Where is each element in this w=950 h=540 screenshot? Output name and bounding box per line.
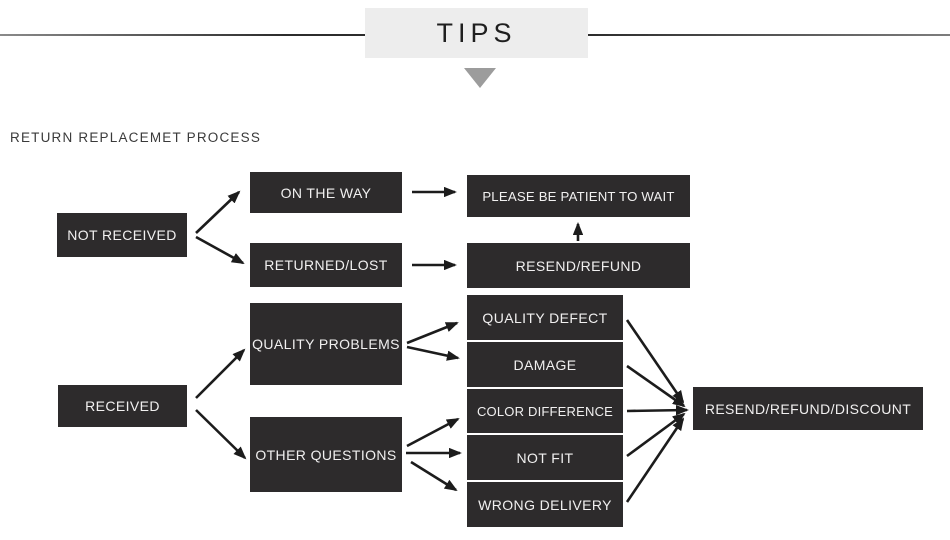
flow-node-quality-problems: QUALITY PROBLEMS: [250, 303, 402, 385]
arrow-quality_problems-to-damage: [406, 345, 460, 361]
flow-node-returned-lost: RETURNED/LOST: [250, 243, 402, 287]
flow-node-resend-refund-discount: RESEND/REFUND/DISCOUNT: [693, 387, 923, 430]
arrow-quality_defect-to-resend_refund_discount: [625, 319, 685, 404]
flow-node-label: COLOR DIFFERENCE: [476, 403, 614, 419]
flow-node-resend-refund: RESEND/REFUND: [467, 243, 690, 288]
flow-node-label: OTHER QUESTIONS: [255, 446, 397, 463]
flow-node-label: PLEASE BE PATIENT TO WAIT: [482, 188, 675, 204]
flow-node-label: NOT RECEIVED: [67, 227, 177, 243]
flow-node-not-fit: NOT FIT: [467, 435, 623, 480]
tips-header: TIPS: [365, 8, 588, 58]
flow-node-color-difference: COLOR DIFFERENCE: [467, 389, 623, 433]
flow-node-other-questions: OTHER QUESTIONS: [250, 417, 402, 492]
flow-node-please-be-patient: PLEASE BE PATIENT TO WAIT: [467, 175, 690, 217]
flow-node-quality-defect: QUALITY DEFECT: [467, 295, 623, 340]
flow-node-label: RETURNED/LOST: [264, 257, 388, 273]
flow-node-label: WRONG DELIVERY: [478, 496, 612, 513]
flow-node-on-the-way: ON THE WAY: [250, 172, 402, 213]
flow-node-damage: DAMAGE: [467, 342, 623, 387]
flow-node-not-received: NOT RECEIVED: [57, 213, 187, 257]
flow-node-label: NOT FIT: [516, 449, 574, 466]
arrow-not_received-to-on_the_way: [195, 190, 241, 234]
arrow-not_received-to-returned_lost: [195, 235, 245, 265]
flow-node-received: RECEIVED: [58, 385, 187, 427]
flow-node-label: QUALITY PROBLEMS: [252, 336, 400, 352]
flow-node-label: ON THE WAY: [280, 184, 372, 201]
flow-node-label: RESEND/REFUND: [515, 257, 642, 274]
arrow-damage-to-resend_refund_discount: [626, 364, 686, 408]
tips-header-label: TIPS: [436, 17, 517, 48]
flow-node-label: DAMAGE: [513, 356, 577, 373]
down-triangle-icon: [464, 68, 496, 88]
arrow-received-to-quality_problems: [195, 348, 246, 399]
flow-node-label: RECEIVED: [85, 398, 160, 414]
arrow-wrong_delivery-to-resend_refund_discount: [625, 417, 685, 503]
flow-node-wrong-delivery: WRONG DELIVERY: [467, 482, 623, 527]
arrow-not_fit-to-resend_refund_discount: [626, 412, 686, 458]
arrow-quality_problems-to-quality_defect: [406, 321, 459, 345]
flow-node-label: QUALITY DEFECT: [482, 309, 608, 326]
arrow-color_difference-to-resend_refund_discount: [626, 404, 689, 416]
arrow-other_questions-to-wrong_delivery: [410, 460, 458, 492]
section-title: RETURN REPLACEMET PROCESS: [10, 130, 262, 145]
arrow-received-to-other_questions: [195, 409, 247, 460]
arrow-other_questions-to-color_difference: [406, 417, 460, 448]
flow-node-label: RESEND/REFUND/DISCOUNT: [704, 400, 912, 417]
